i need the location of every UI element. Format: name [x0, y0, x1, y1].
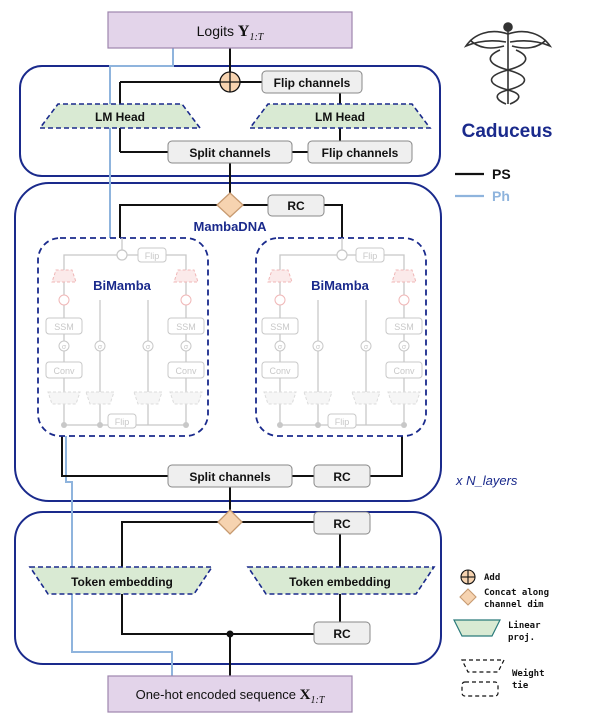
svg-text:Logits Y1:T: Logits Y1:T	[197, 23, 265, 43]
lm-head-left	[38, 103, 202, 129]
legend-add: Add	[484, 573, 500, 583]
bimamba-right: Flip SSM SSM σ σ σ σ Conv Conv Flip	[255, 237, 427, 437]
rc-box-mamba-top	[267, 194, 325, 217]
legend-weight-2: tie	[512, 680, 529, 691]
legend-linear-2: proj.	[508, 632, 535, 643]
token-embedding-left-label: Token embedding	[71, 575, 173, 589]
mambadna-label: MambaDNA	[194, 219, 268, 234]
sigma-label: σ	[364, 344, 369, 351]
lm-head-right	[248, 103, 432, 129]
rc-box-embedding-bottom	[313, 621, 371, 645]
ps-bimamba-left-out	[61, 436, 168, 477]
flip-label: Flip	[115, 417, 130, 427]
split-channels-label-top: Split channels	[189, 146, 271, 160]
ps-emb-left-down	[121, 590, 314, 635]
legend-concat-2: channel dim	[484, 599, 544, 610]
ph-legend-label: Ph	[492, 188, 510, 204]
concat-icon	[459, 588, 477, 606]
mambadna-container	[14, 182, 442, 502]
bimamba-left-label: BiMamba	[93, 278, 152, 293]
rc-label-mamba-top: RC	[287, 199, 305, 213]
split-channels-label-mamba: Split channels	[189, 470, 271, 484]
flip-channels-box-top	[261, 70, 363, 94]
onehot-math: X	[300, 687, 311, 703]
logits-label: Logits	[197, 23, 238, 39]
rc-label-mamba-bottom: RC	[333, 470, 351, 484]
sigma-label: σ	[316, 344, 321, 351]
ssm-label: SSM	[394, 322, 414, 332]
concat-node-mamba	[216, 192, 244, 218]
ssm-label: SSM	[176, 322, 196, 332]
rc-box-mamba-bottom	[313, 464, 371, 488]
split-channels-box-top	[167, 140, 293, 164]
add-node-top	[219, 71, 241, 93]
flip-label: Flip	[363, 251, 378, 261]
caduceus-logo	[463, 22, 553, 105]
concat-node-embedding	[217, 509, 243, 535]
split-channels-box-mamba	[167, 464, 293, 488]
ps-concat2-left	[121, 521, 218, 567]
ph-path-input	[71, 590, 173, 676]
rc-label-embedding-bottom: RC	[333, 627, 351, 641]
logits-math: Y	[238, 23, 250, 40]
sigma-label: σ	[184, 344, 189, 351]
flip-label: Flip	[335, 417, 350, 427]
bimamba-right-label: BiMamba	[311, 278, 370, 293]
lm-head-right-label: LM Head	[315, 110, 365, 124]
n-layers-label: x N_layers	[455, 473, 518, 488]
rc-label-embedding-top: RC	[333, 517, 351, 531]
sigma-label: σ	[402, 344, 407, 351]
ps-rc-right	[324, 204, 343, 238]
legend-weight-1: Weight	[512, 668, 545, 679]
ssm-label: SSM	[270, 322, 290, 332]
flip-label: Flip	[145, 251, 160, 261]
conv-label: Conv	[175, 366, 197, 376]
bimamba-left: Flip SSM SSM σ σ σ σ Conv Conv Flip	[37, 237, 209, 437]
sigma-label: σ	[146, 344, 151, 351]
ph-path-top	[109, 48, 174, 238]
logits-sub: 1:T	[249, 32, 264, 43]
legend-linear-1: Linear	[508, 620, 541, 631]
flip-channels-label-top: Flip channels	[274, 76, 351, 90]
brand-name: Caduceus	[462, 121, 553, 142]
svg-text:One-hot encoded sequence X1:T: One-hot encoded sequence X1:T	[136, 687, 326, 706]
ssm-label: SSM	[54, 322, 74, 332]
weight-tie-icon	[461, 659, 505, 697]
conv-label: Conv	[269, 366, 291, 376]
sigma-label: σ	[62, 344, 67, 351]
add-icon	[460, 569, 476, 585]
onehot-box	[107, 675, 353, 713]
onehot-label: One-hot encoded sequence	[136, 687, 300, 702]
logits-box	[107, 11, 353, 49]
ps-legend-label: PS	[492, 166, 511, 182]
token-embedding-right	[246, 566, 436, 595]
legend-concat-1: Concat along	[484, 588, 549, 598]
ps-concat-left	[119, 204, 218, 238]
linear-proj-icon	[453, 619, 501, 637]
flip-channels-label-mid: Flip channels	[322, 146, 399, 160]
ph-path-bottom	[65, 436, 73, 567]
sigma-label: σ	[98, 344, 103, 351]
flip-channels-box-mid	[307, 140, 413, 164]
token-embedding-right-label: Token embedding	[289, 575, 391, 589]
token-embedding-left	[28, 566, 214, 595]
ps-rc2-right	[370, 436, 403, 477]
rc-box-embedding-top	[313, 511, 371, 535]
junction-dot	[226, 630, 234, 638]
lm-head-left-label: LM Head	[95, 110, 145, 124]
conv-label: Conv	[393, 366, 415, 376]
conv-label: Conv	[53, 366, 75, 376]
sigma-label: σ	[278, 344, 283, 351]
onehot-sub: 1:T	[311, 695, 326, 706]
